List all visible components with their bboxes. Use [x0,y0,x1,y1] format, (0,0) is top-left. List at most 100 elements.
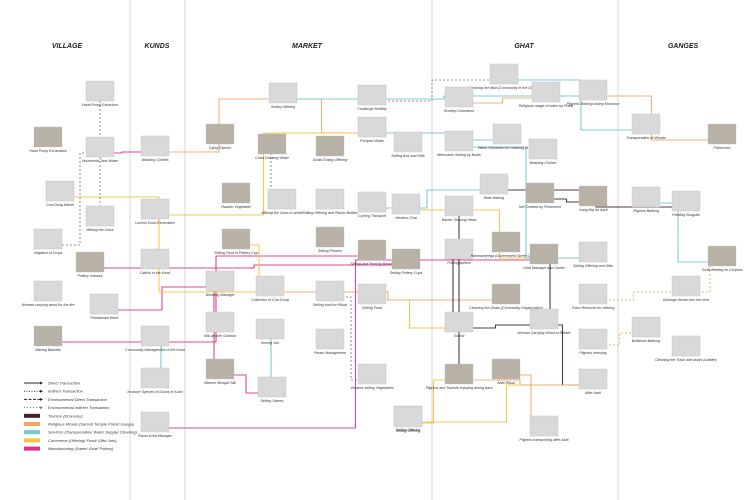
node-water-extraction: Water Extraction for cleaning of Mud [478,123,537,150]
node-challenge-mobility: Challenge Mobility [357,84,387,111]
node-selling-food-ritual: Selling food for Ritual [313,280,347,307]
node-label: Goats Eating Offering [313,158,348,162]
node-photo [578,185,608,207]
node-photo [205,270,235,292]
node-cow-dung-waste: Cow Dung Waste [45,180,75,207]
node-photo [140,325,170,347]
zone-title-market: MARKET [292,43,323,50]
edge-pumped-water-to-water-extraction [372,132,507,141]
node-ramnamjeega: Ramnamjeega (Government Street Cleaner) [471,231,542,258]
node-invasive-species: Invasive Species of Ducks in Kund [127,367,184,394]
node-label: Pilgrims Bathing during Monsoon [567,102,620,106]
node-pilgrims-transport-aarti: Pilgrims transporting after Aarti [519,415,569,442]
node-laxmi-kund: Laxhmi Kund Excavation [135,198,175,225]
node-label: Feeding Seagulls [672,213,700,217]
node-label: Milking the Cows [86,228,113,232]
node-photo [85,136,115,158]
node-selling-offering-gifts: Selling Offering and Gifts [573,241,613,268]
legend-item: Religious Rituals (Sacred Temple Priest/… [24,422,135,427]
node-selling-offering-plastic: Selling Offering and Plastic Bottles [302,188,358,215]
node-household-tank-water: Household Tank Water [82,136,119,163]
node-label: Ramnamjeega (Government Street Cleaner) [471,254,542,258]
node-fishermen: Fishermen [707,123,737,150]
node-washing-clothes-kunds: Washing Clothes [140,135,170,162]
node-label: Selling Pottery Cups [390,271,423,275]
node-label: Selling Food [362,306,383,310]
node-photo [357,239,387,261]
legend-item: Commerce (Offering/ Food/ Gifts/ Arts) [24,438,117,443]
legend-label: Commerce (Offering/ Food/ Gifts/ Arts) [48,438,117,443]
node-photo [85,205,115,227]
node-garbage-thrown: Garbage thrown into the river [663,275,710,302]
node-photo [257,133,287,155]
legend-swatch [24,438,40,443]
node-label: Invasive Species of Ducks in Kund [127,390,183,394]
node-milking-the-cows: Milking the Cows [85,205,115,232]
node-community-mgmt: Community Management of the Kund [125,325,186,352]
node-label: Tourist [454,334,466,338]
node-label: Cow Dung Waste [46,203,74,207]
node-photo [631,113,661,135]
node-label: Water Extraction for cleaning of Mud [478,146,537,150]
zone-title-village: VILLAGE [52,43,83,50]
node-label: After Aarti [584,391,601,395]
edge-cycling-transport-to-boat-making [372,189,494,209]
node-photo [315,188,345,210]
node-rooftop-cremation: Rooftop Cremation [444,86,474,113]
node-aarti-ritual: Aarti Ritual [491,358,521,385]
node-label: Vendors Chai [395,216,417,220]
node-label: Women carrying wood for the fire [22,303,75,307]
node-pilgrims-bathing: Pilgrims Bathing [631,186,661,213]
node-photo [268,82,298,104]
node-washing-clothes-ghat: Washing Clothes [528,138,558,165]
node-label: Photographers [447,261,471,265]
legend-item: Environmental Direct Transaction [24,397,108,402]
node-photo [578,79,608,101]
node-photo [671,275,701,297]
node-label: Community Management of the Kund [125,348,186,352]
legend-arrow [40,406,43,410]
node-photo [315,280,345,302]
node-label: Selling Offering [396,428,421,432]
node-milking-cows-street: Milking the Cows in street [262,188,303,215]
node-label: Washing Clothes [141,158,168,162]
node-label: Selling Offering and Gifts [573,264,613,268]
node-label: Using Dip for Aarti [578,208,607,212]
node-photo [578,368,608,390]
node-label: Dying Fabrics [209,146,231,150]
legend-label: Services (Transportation/ Water Supply/ … [48,430,137,435]
node-cleaning-mud: Cleaning the Mud (Community in the Ghats… [469,63,539,90]
node-label: Catfish in the Kund [140,271,171,275]
node-women-carrying-wood: Women carrying wood for the fire [22,280,75,307]
node-vendors-chai: Vendors Chai [391,193,421,220]
node-photo [707,123,737,145]
node-label: Selling Food in Pottery Cup [214,251,258,255]
node-photo [529,243,559,265]
node-photo [529,308,559,330]
node-trash-remover: Trash Remover for offering [572,283,615,310]
edge-collection-cow-dung-to-cleaning-ghats [270,291,506,301]
node-religious-usage: Religious usage of water by Priest [519,81,574,108]
node-using-dip-aarti: Using Dip for Aarti [578,185,608,212]
edge-tourist-to-woman-carrying-wood [459,324,544,329]
node-hand-pump-extraction: Hand Pump Extraction [82,80,118,107]
node-photo [578,283,608,305]
node-label: Irrigation of Crops [34,251,63,255]
node-label: Transportation of Woods [626,136,665,140]
node-photo [357,116,387,138]
node-pilgrims-bathing-monsoon: Pilgrims Bathing during Monsoon [567,79,620,106]
node-transportation-woods: Transportation of Woods [626,113,666,140]
node-label: Vendors selling Vegetables [350,386,393,390]
node-weaver-benguli: Weaver Benguli Silk [204,358,236,385]
node-label: Trash Remover for offering [572,306,615,310]
legend-label: Indirect Transaction [48,389,84,394]
node-barber-shaving: Barber Shaving Head [442,195,477,222]
node-hand-pump-excavation: Hand Pump Excavation [29,126,67,153]
node-photo [205,311,235,333]
node-photo [221,228,251,250]
legend-arrow [40,381,43,385]
legend-swatch [24,446,40,451]
node-photo [531,81,561,103]
